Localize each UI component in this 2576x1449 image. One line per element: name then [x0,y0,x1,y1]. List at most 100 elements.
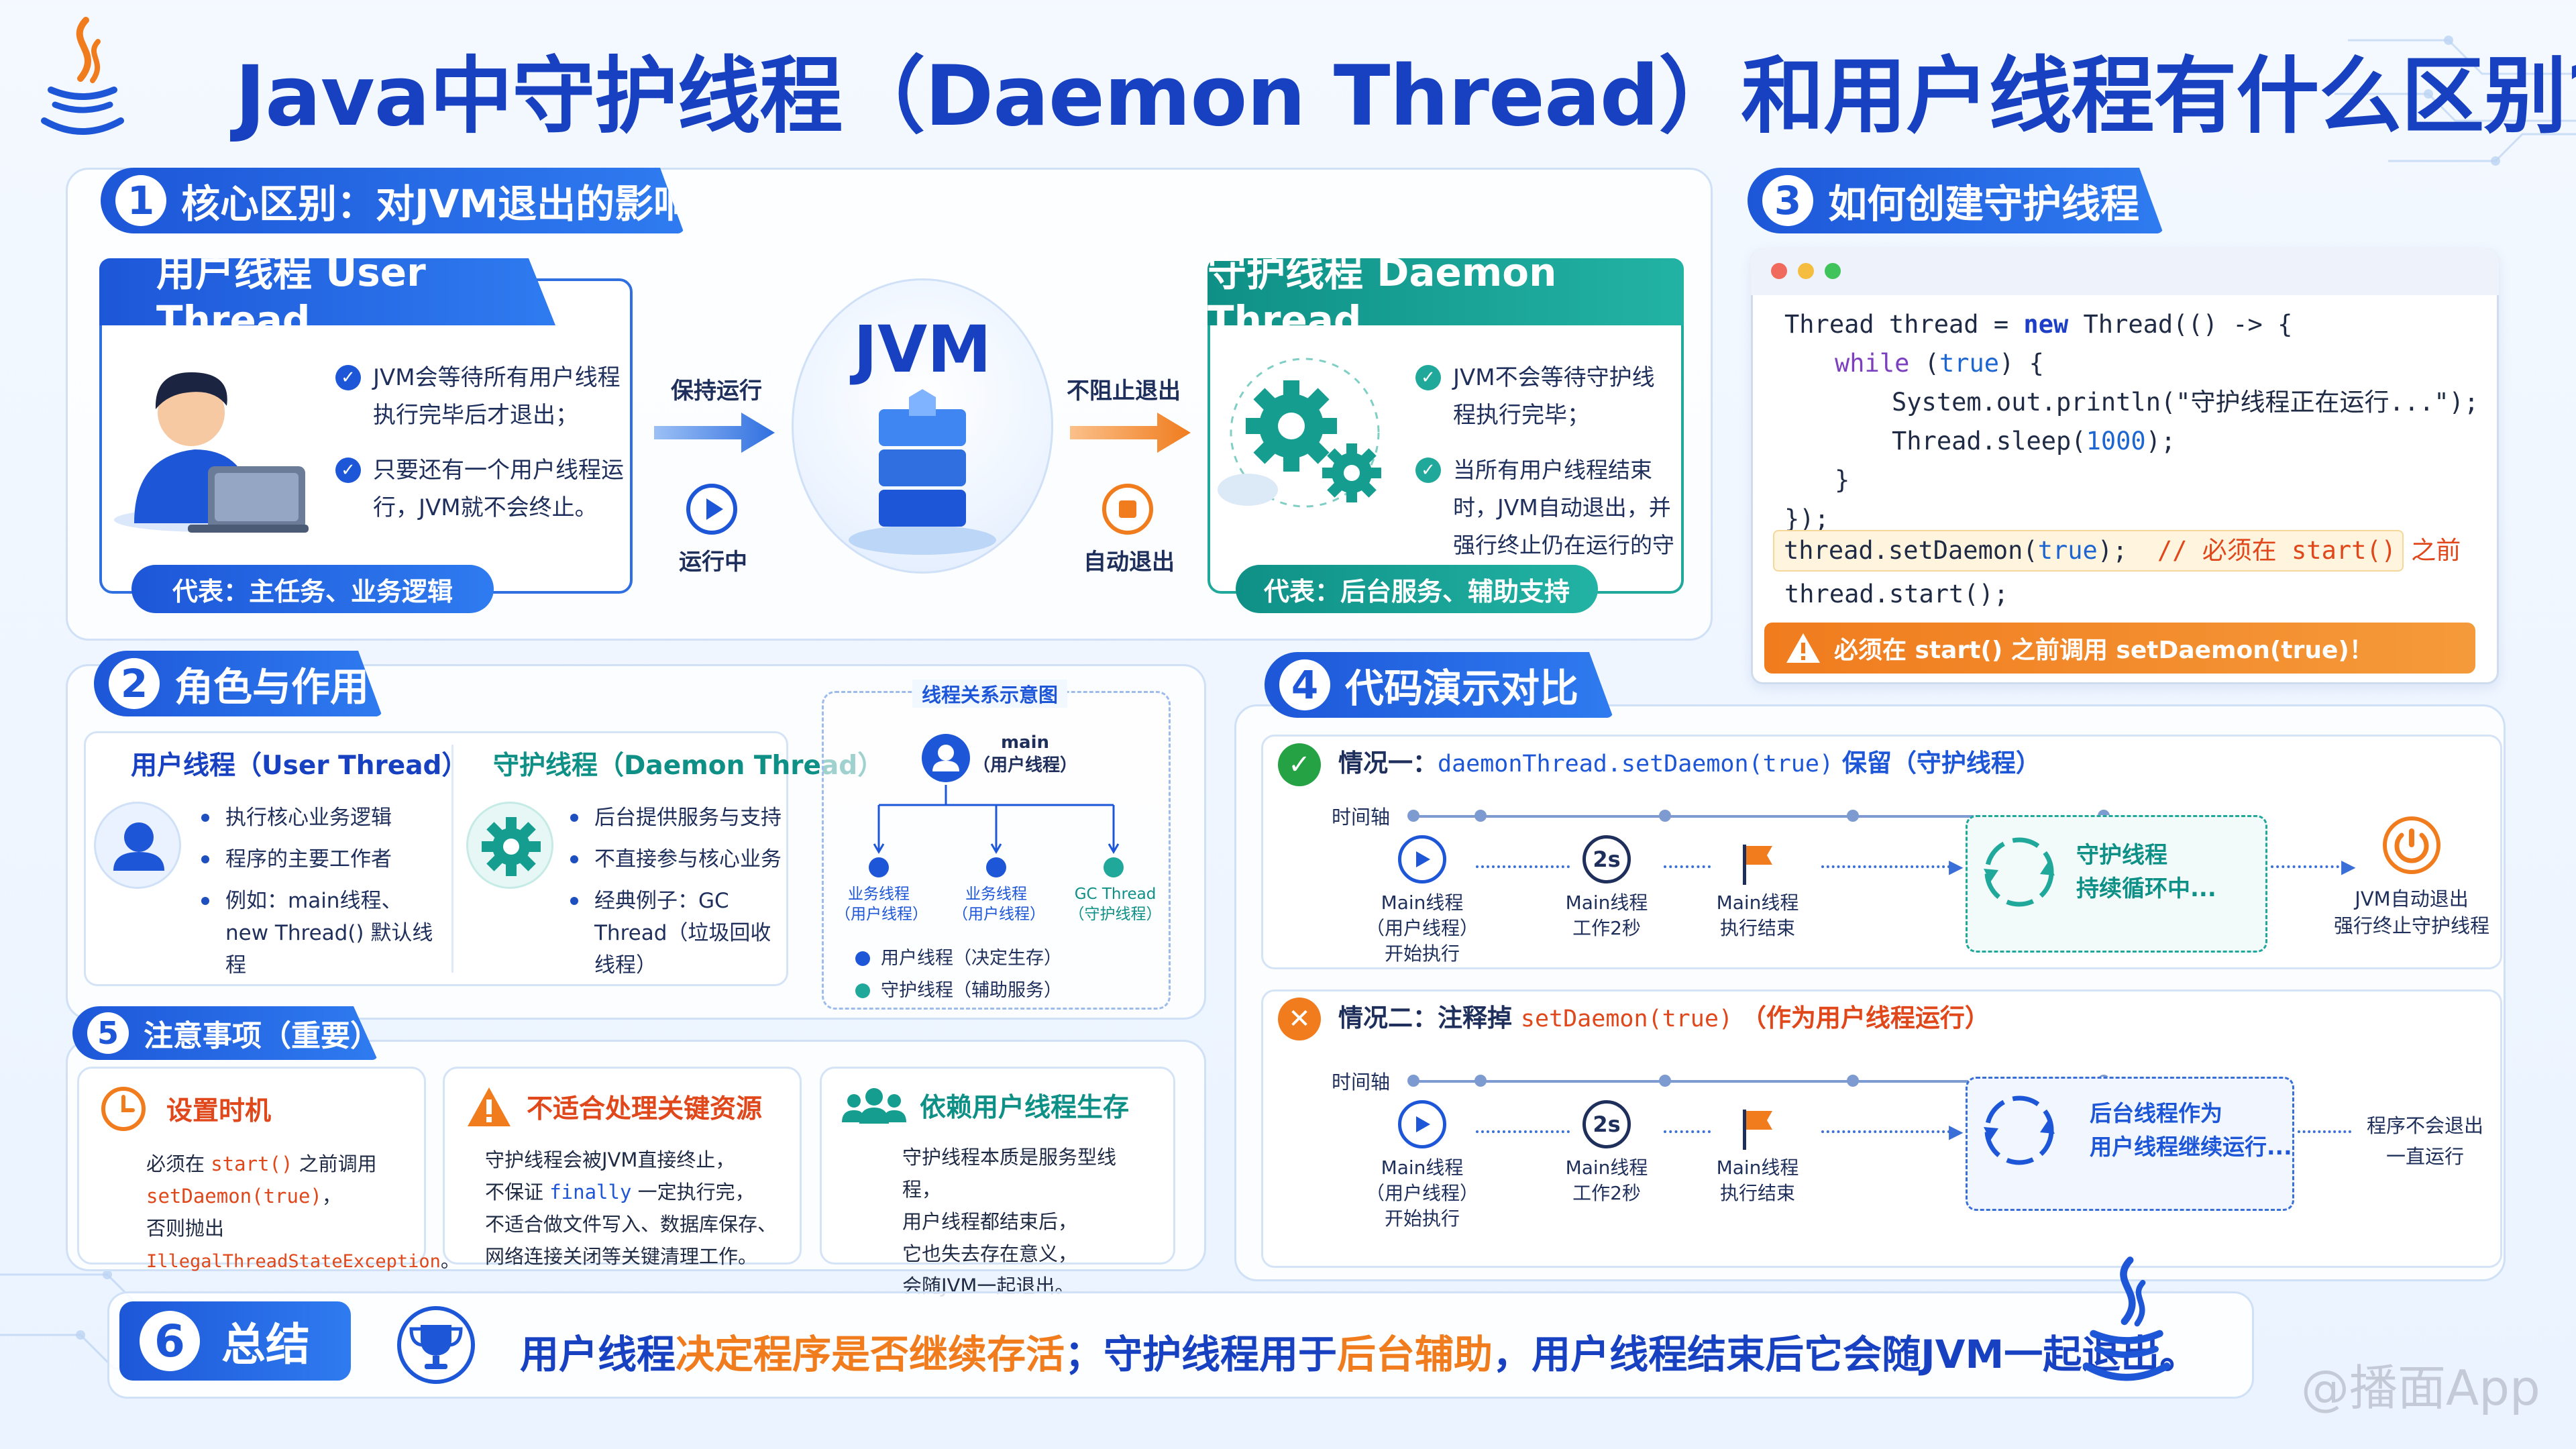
daemon-thread-footer: 代表：后台服务、辅助支持 [1236,565,1598,613]
diagram-root: main（用户线程） [973,733,1078,775]
section-number: 3 [1762,175,1813,226]
section-title: 代码演示对比 [1345,665,1579,711]
roles-divider [451,745,453,973]
code-window [1751,248,2499,684]
list-item: 执行核心业务逻辑 [201,802,443,834]
user-thread-dot [986,857,1006,877]
daemon-thread-dot [1104,857,1124,877]
case-1-card [1261,735,2502,969]
daemon-thread-points: ✓JVM不会等待守护线程执行完毕； ✓当所有用户线程结束时，JVM自动退出，并强… [1415,359,1677,619]
section-number: 5 [87,1012,129,1054]
code-line: Thread thread = new Thread(() -> { [1784,310,2293,339]
java-logo-icon [41,17,124,135]
window-minimize-dot[interactable] [1798,263,1814,279]
window-maximize-dot[interactable] [1825,263,1841,279]
section-3-header: 3 如何创建守护线程 [1748,168,2163,233]
timer-2s-icon: 2s [1582,835,1631,883]
section-title: 角色与作用 [174,664,370,710]
play-icon [686,484,737,535]
list-item: 后台提供服务与支持 [570,802,785,834]
code-line: System.out.println("守护线程正在运行..."); [1892,388,2479,417]
warning-icon [1786,633,1820,663]
section-title: 注意事项（重要） [144,1019,380,1053]
clock-icon [101,1087,146,1131]
code-line: Thread.sleep(1000); [1892,427,2176,455]
jvm-label: JVM [853,312,991,387]
check-icon: ✓ [1415,365,1441,390]
section-1-header: 1 核心区别：对JVM退出的影响 [101,168,684,233]
user-role-icon [94,802,181,889]
section-title: 核心区别：对JVM退出的影响 [181,181,693,227]
main-thread-node-icon [922,734,970,782]
case-2-title: 情况二：注释掉 setDaemon(true) （作为用户线程运行） [1338,1004,1990,1032]
diagram-legend: 用户线程（决定生存） 守护线程（辅助服务） [855,943,1062,1007]
case-2-step-start: Main线程 （用户线程） 开始执行 [1362,1100,1483,1232]
section-2-header: 2 角色与作用 [94,651,382,716]
stop-icon [1102,484,1153,535]
timer-2s-icon: 2s [1582,1100,1631,1148]
case-1-step-start: Main线程 （用户线程） 开始执行 [1362,835,1483,967]
right-arrow-orange-icon [1070,413,1191,453]
user-point: 只要还有一个用户线程运行，JVM就不会终止。 [373,457,624,521]
developer-avatar-icon [114,372,309,533]
user-thread-footer: 代表：主任务、业务逻辑 [131,565,494,613]
loop-refresh-icon [1984,837,2055,907]
case-1-step-end: Main线程 执行结束 [1701,835,1815,941]
server-stack-icon [849,389,996,555]
list-item: 例如：main线程、new Thread() 默认线程 [201,885,443,981]
warning-banner: 必须在 start() 之前调用 setDaemon(true)！ [1764,623,2475,674]
note-card-timing: 设置时机 必须在 start() 之前调用 setDaemon(true)， 否… [77,1067,460,1272]
note-card-resources: 不适合处理关键资源 守护线程会被JVM直接终止， 不保证 finally 一定执… [443,1067,802,1268]
note-card-dependency: 依赖用户线程生存 守护线程本质是服务型线程，用户线程都结束后，它也失去存在意义，… [820,1067,1175,1297]
legend-dot [855,951,870,966]
code-block: Thread thread = new Thread(() -> { while… [1784,305,2479,539]
right-arrow-icon [654,413,775,453]
diagram-title: 线程关系示意图 [912,680,1068,708]
code-line: while (true) { [1835,349,2044,378]
running-label: 运行中 [679,549,747,576]
warning-text: 必须在 start() 之前调用 setDaemon(true)！ [1834,637,2373,664]
code-line: }); [1784,504,1829,533]
case-2-step-work: 2s Main线程 工作2秒 [1550,1100,1664,1206]
section-6-header: 6 总结 [119,1301,351,1381]
user-thread-title: 用户线程 User Thread [99,258,555,325]
flag-icon [1701,1100,1815,1155]
page-title: Java中守护线程（Daemon Thread）和用户线程有什么区别? [235,48,2576,145]
role-user-list: 执行核心业务逻辑 程序的主要工作者 例如：main线程、new Thread()… [201,802,443,991]
role-daemon-title: 守护线程（Daemon Thread） [493,751,884,781]
play-icon [1398,835,1446,883]
highlighted-code-line: thread.setDaemon(true); // 必须在 start() 之… [1773,530,2461,572]
user-thread-points: ✓JVM会等待所有用户线程执行完毕后才退出； ✓只要还有一个用户线程运行，JVM… [335,359,624,544]
case-1-step-work: 2s Main线程 工作2秒 [1550,835,1664,941]
timeline-axis [1412,815,2103,818]
axis-label: 时间轴 [1332,1071,1391,1093]
case-1-title: 情况一：daemonThread.setDaemon(true) 保留（守护线程… [1338,749,2041,777]
gears-icon [1218,358,1381,508]
daemon-loop-text: 守护线程 持续循环中... [2076,842,2216,902]
section-number: 6 [140,1311,200,1371]
section-number: 2 [109,658,160,709]
code-line: thread.start(); [1784,580,2009,608]
window-close-dot[interactable] [1771,263,1787,279]
loop-refresh-icon [1984,1095,2055,1165]
diagram-connectors [873,785,1120,854]
flag-icon [1701,835,1815,890]
legend-dot [855,983,870,998]
case-2-end-text: 程序不会退出 一直运行 [2366,1114,2483,1168]
warning-icon [468,1087,511,1126]
success-check-icon: ✓ [1278,743,1321,786]
list-item: 程序的主要工作者 [201,843,443,875]
role-daemon-list: 后台提供服务与支持 不直接参与核心业务 经典例子：GC Thread（垃圾回收线… [570,802,785,991]
section-number: 4 [1279,659,1330,710]
user-point: JVM会等待所有用户线程执行完毕后才退出； [373,364,621,429]
section-title: 总结 [221,1319,310,1371]
section-number: 1 [115,175,166,226]
java-logo-icon [2082,1256,2171,1381]
diagram-child-label: 业务线程（用户线程） [835,885,928,923]
case-2-card [1261,989,2502,1268]
code-line: } [1835,466,1850,494]
check-icon: ✓ [335,365,361,390]
trophy-icon [397,1306,475,1384]
user-loop-text: 后台线程作为 用户线程继续运行... [2090,1100,2292,1160]
